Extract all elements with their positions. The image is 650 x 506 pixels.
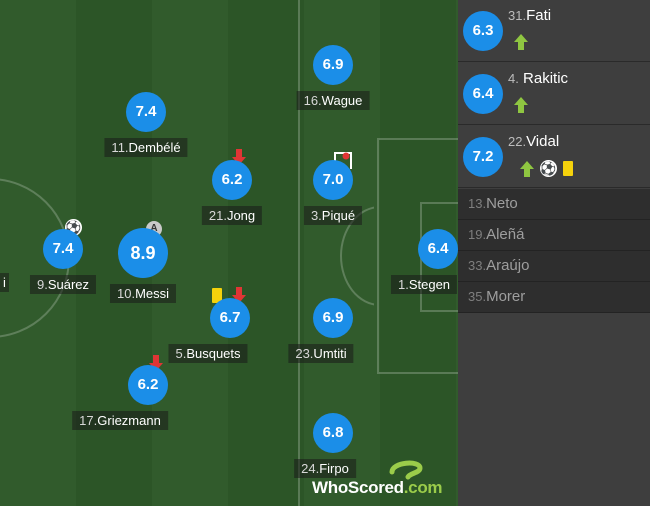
player-name-label: 1.Stegen	[390, 275, 458, 294]
player-name-label: 24.Firpo	[294, 459, 356, 478]
yellow-card-icon	[212, 288, 222, 303]
sub-name: 4. Rakitic	[508, 70, 569, 87]
player-rating: 6.9	[313, 45, 353, 85]
player-name-label: 23.Umtiti	[288, 344, 354, 363]
player-rating: 6.9	[313, 298, 353, 338]
sub-name: 22.Vidal	[508, 133, 560, 150]
bench-row[interactable]: 35.Morer	[458, 282, 650, 313]
player-rating: 6.4	[463, 74, 503, 114]
sub-event-icons: ⚽	[520, 160, 573, 177]
player-rating: 8.9	[118, 228, 168, 278]
bench-row[interactable]: 19.Aleñá	[458, 220, 650, 251]
player-name-label: 16.Wague	[296, 91, 370, 110]
pitch: i 6.9 16.Wague 7.4 11.Dembélé 6.2 21.Jon…	[0, 0, 458, 506]
bench-row[interactable]: 33.Araújo	[458, 251, 650, 282]
player-name-label: 21.Jong	[201, 206, 263, 225]
bench-row[interactable]: 13.Neto	[458, 189, 650, 220]
player-rating: 6.4	[418, 229, 458, 269]
up-arrow-icon	[514, 34, 528, 50]
yellow-card-icon	[563, 161, 573, 176]
player-name-label: 5.Busquets	[168, 344, 248, 363]
penalty-area	[377, 138, 458, 374]
player-name-label: 3.Piqué	[303, 206, 363, 225]
sub-row-vidal[interactable]: 7.2 22.Vidal ⚽	[458, 126, 650, 188]
halfway-line	[298, 0, 300, 506]
player-rating: 7.4	[126, 92, 166, 132]
logo-text: WhoScored.com	[312, 478, 443, 497]
offscreen-name-fragment: i	[0, 273, 9, 292]
up-arrow-icon	[520, 160, 534, 177]
sub-event-icons	[514, 34, 528, 50]
player-name-label: 10.Messi	[109, 284, 177, 303]
whoscored-logo: WhoScored.com	[312, 458, 454, 502]
sub-row-fati[interactable]: 6.3 31.Fati	[458, 0, 650, 62]
player-rating: 6.3	[463, 11, 503, 51]
player-rating: 6.8	[313, 413, 353, 453]
player-rating: 6.2	[212, 160, 252, 200]
player-name-label: 9.Suárez	[29, 275, 97, 294]
player-rating: 6.7	[210, 298, 250, 338]
sub-name: 31.Fati	[508, 7, 552, 24]
player-rating: 7.4	[43, 229, 83, 269]
player-name-label: 17.Griezmann	[72, 411, 168, 430]
logo-mark-icon	[389, 460, 423, 480]
up-arrow-icon	[514, 97, 528, 113]
player-name-label: 11.Dembélé	[104, 138, 188, 157]
player-rating: 6.2	[128, 365, 168, 405]
player-rating: 7.0	[313, 160, 353, 200]
player-rating: 7.2	[463, 137, 503, 177]
sub-event-icons	[514, 97, 528, 113]
goal-ball-icon: ⚽	[540, 160, 557, 177]
sub-row-rakitic[interactable]: 6.4 4. Rakitic	[458, 63, 650, 125]
substitutes-panel: 6.3 31.Fati 6.4 4. Rakitic 7.2 22.Vidal …	[458, 0, 650, 506]
